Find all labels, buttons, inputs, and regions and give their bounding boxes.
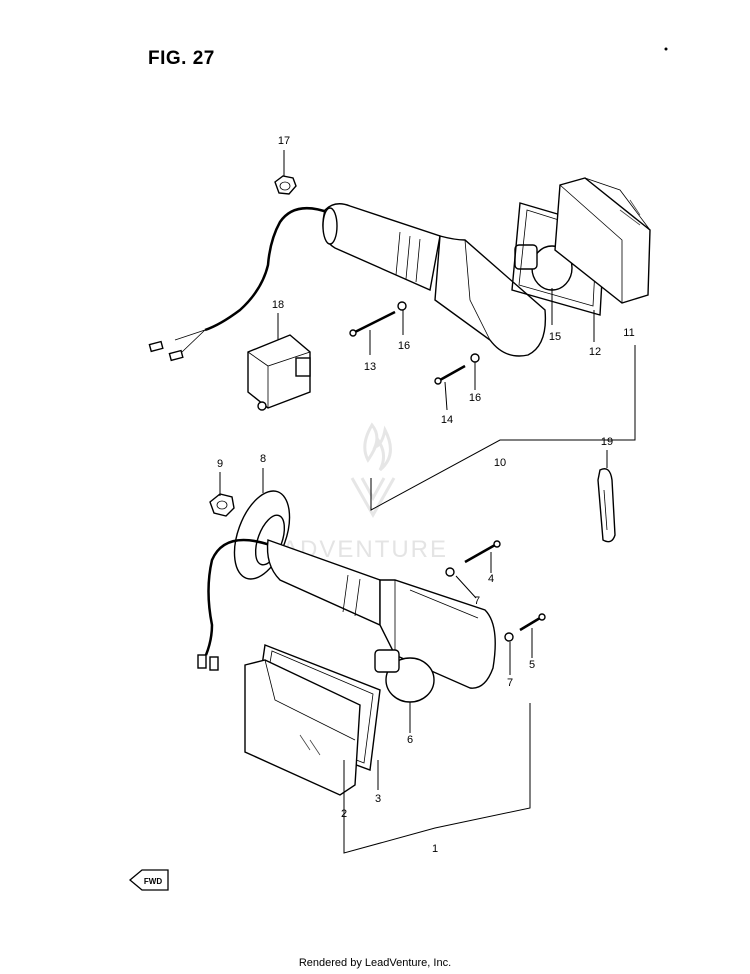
footer-credit: Rendered by LeadVenture, Inc. [298,957,452,969]
callout-3: 3 [375,793,381,805]
part-16-washer-a [397,301,407,311]
part-2-lens [244,659,361,796]
part-9-nut [209,493,235,517]
part-5-screw [519,613,546,632]
callout-6: 6 [407,734,413,746]
part-11-lens [554,177,651,304]
part-19-strap [597,468,616,543]
callout-14: 14 [441,414,453,426]
callout-11: 11 [623,327,634,339]
forward-arrow-icon: FWD [128,869,169,891]
callout-10: 10 [494,457,506,469]
callout-13: 13 [364,361,376,373]
figure-title: FIG. 27 [148,48,215,69]
part-7-washer-a [445,567,455,577]
part-16-washer-b [470,353,480,363]
callout-15: 15 [549,331,561,343]
part-6-bulb [374,649,435,703]
part-1-turn-signal-lower [266,539,496,689]
part-14-screw [434,364,466,385]
callout-19: 19 [601,436,613,448]
part-13-screw [349,310,396,337]
callout-9: 9 [217,458,223,470]
part-17-nut [274,175,297,195]
callout-17: 17 [278,135,290,147]
watermark-logo [350,422,396,519]
callout-12: 12 [589,346,601,358]
part-7-washer-b [504,632,514,642]
part-18-relay [247,334,311,411]
callout-8: 8 [260,453,266,465]
part-4-screw [464,540,501,564]
callout-1: 1 [432,843,438,855]
callout-18: 18 [272,299,284,311]
part-10-turn-signal-upper [322,203,547,357]
callout-16a: 16 [398,340,410,352]
callout-4: 4 [488,573,494,585]
callout-2: 2 [341,808,347,820]
fwd-label: FWD [144,877,162,886]
callout-7a: 7 [474,595,480,607]
callout-5: 5 [529,659,535,671]
callout-7b: 7 [507,677,513,689]
callout-16b: 16 [469,392,481,404]
speck [664,47,668,51]
